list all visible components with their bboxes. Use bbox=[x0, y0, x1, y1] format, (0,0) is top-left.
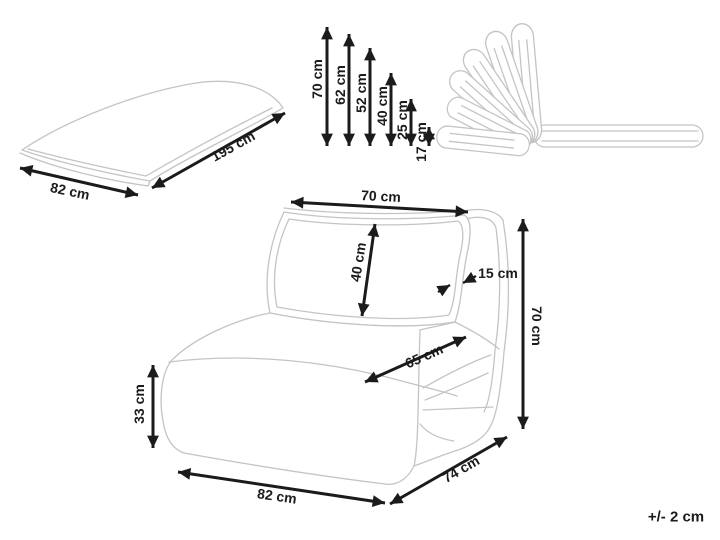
chair-overall-depth-label: 74 cm bbox=[440, 452, 482, 486]
chair-overall-height-label: 70 cm bbox=[529, 306, 545, 346]
arrow-cushion-thickness-left bbox=[436, 283, 451, 297]
arrow-overall-width bbox=[177, 467, 386, 508]
recline-height-label-25: 25 cm bbox=[394, 100, 410, 140]
chair-sketch bbox=[160, 207, 510, 485]
recline-height-label-40: 40 cm bbox=[374, 86, 390, 126]
arrow-overall-depth bbox=[389, 435, 508, 506]
fan-seat-base bbox=[533, 124, 704, 148]
arrow-cushion-thickness-right bbox=[462, 271, 477, 285]
tolerance-note: +/- 2 cm bbox=[648, 509, 704, 526]
chair-seat-height-label: 33 cm bbox=[131, 384, 147, 424]
arrow-backrest-height bbox=[357, 223, 380, 317]
chair-backrest-height-label: 40 cm bbox=[347, 241, 369, 283]
arrow-seat-depth bbox=[364, 335, 467, 384]
dimension-arrows bbox=[19, 27, 529, 508]
arrow-bed-length bbox=[151, 111, 286, 190]
recline-fan-sketch bbox=[435, 22, 704, 158]
arrow-bed-width bbox=[19, 164, 139, 199]
chair-overall-width-label: 82 cm bbox=[256, 485, 298, 506]
recline-height-label-52: 52 cm bbox=[353, 73, 369, 113]
recline-height-label-17: 17 cm bbox=[413, 122, 429, 162]
recline-height-label-62: 62 cm bbox=[332, 65, 348, 105]
arrow-backrest-width bbox=[290, 196, 469, 218]
chair-backrest-width-label: 70 cm bbox=[361, 187, 401, 205]
chair-cushion-thickness-label: 15 cm bbox=[478, 265, 518, 281]
recline-height-label-70: 70 cm bbox=[309, 59, 325, 99]
